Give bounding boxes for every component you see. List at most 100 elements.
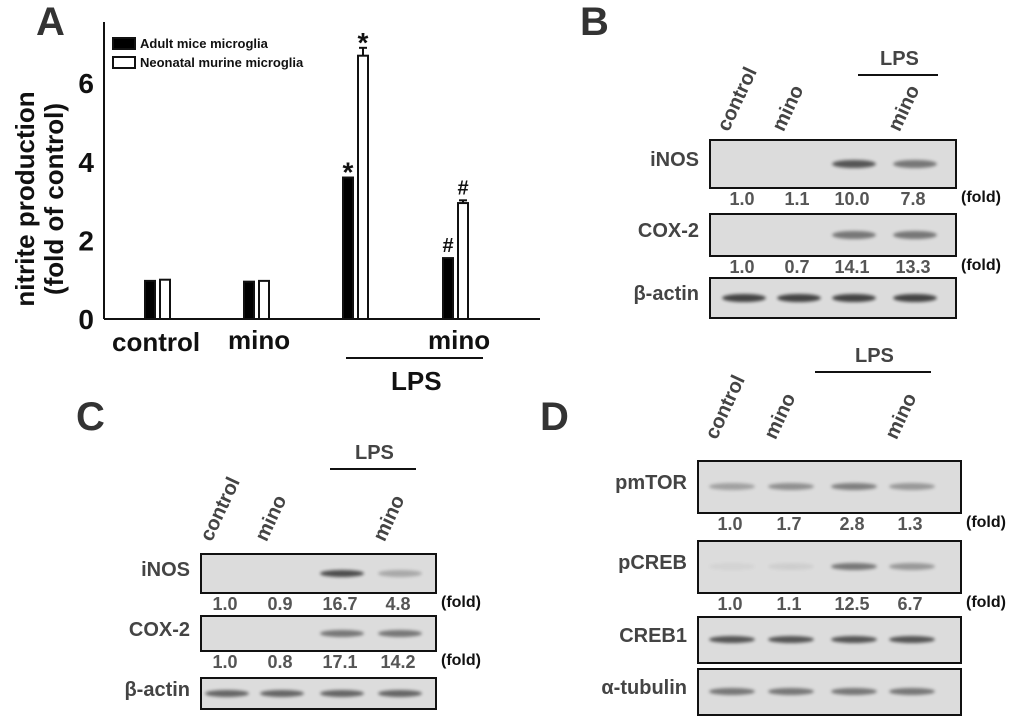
row-label: CREB1: [619, 625, 687, 647]
panel-label-c: C: [76, 395, 105, 439]
band: [889, 688, 935, 695]
blot-pmtor: [697, 460, 962, 514]
bar-neonatal: [357, 54, 369, 320]
fold-value: 13.3: [895, 257, 931, 277]
fold-value: 1.3: [897, 514, 923, 534]
bar-chart: 0 2 4 6 * * # #: [78, 22, 540, 335]
band: [893, 231, 937, 239]
significance-marker: *: [358, 27, 369, 58]
fold-value: 0.8: [267, 652, 293, 672]
fold-value: 14.1: [834, 257, 870, 277]
bar-neonatal: [258, 279, 270, 320]
band: [831, 636, 877, 643]
blot-creb1: [697, 616, 962, 664]
band: [889, 483, 935, 490]
blot-tubulin: [697, 668, 962, 716]
band: [889, 636, 935, 643]
fold-unit-label: (fold): [961, 257, 1001, 274]
fold-value: 1.1: [784, 189, 810, 209]
band: [832, 294, 876, 302]
panel-label-d: D: [540, 395, 569, 439]
lps-bracket-line: [815, 371, 931, 373]
fold-value: 1.0: [212, 652, 238, 672]
lps-group-label: LPS: [855, 345, 894, 367]
x-label-lps-mino: mino: [428, 325, 491, 355]
panel-label-a: A: [36, 0, 65, 44]
y-tick-label: 6: [78, 68, 94, 99]
bar-adult: [144, 279, 156, 320]
fold-value: 17.1: [322, 652, 358, 672]
band: [709, 636, 755, 643]
lane-label: control: [196, 473, 245, 545]
x-group-label-lps: LPS: [391, 366, 442, 396]
fold-value: 0.9: [267, 594, 293, 614]
band: [722, 294, 766, 302]
legend-swatch: [112, 37, 136, 50]
lane-label: mino: [369, 491, 410, 545]
band: [378, 629, 422, 637]
legend-item-adult: Adult mice microglia: [112, 36, 303, 51]
legend-label: Adult mice microglia: [140, 36, 268, 51]
lps-bracket-line: [330, 468, 416, 470]
legend-item-neonatal: Neonatal murine microglia: [112, 55, 303, 70]
lane-label: mino: [884, 81, 925, 135]
y-tick-label: 2: [78, 225, 94, 256]
blot-cox2: [200, 615, 437, 652]
fold-value: 16.7: [322, 594, 358, 614]
fold-unit-label: (fold): [961, 189, 1001, 206]
blot-inos: [200, 553, 437, 594]
fold-value: 1.0: [717, 514, 743, 534]
significance-marker: #: [442, 235, 453, 257]
blot-inos: [709, 139, 957, 189]
lane-label: mino: [760, 389, 801, 443]
band: [777, 294, 821, 302]
lane-label: control: [701, 371, 750, 443]
row-label: COX-2: [128, 618, 190, 641]
row-label: pCREB: [618, 552, 687, 574]
band: [831, 483, 877, 490]
bar-adult: [342, 176, 354, 320]
significance-marker: *: [343, 157, 354, 188]
row-label: β-actin: [633, 283, 699, 305]
lane-label: mino: [251, 491, 292, 545]
fold-value: 4.8: [385, 594, 411, 614]
fold-value: 1.1: [776, 594, 802, 614]
band: [378, 569, 422, 577]
band: [709, 563, 755, 570]
x-label-control: control: [112, 327, 201, 357]
fold-value: 2.8: [839, 514, 865, 534]
lane-label: mino: [881, 389, 922, 443]
significance-marker: #: [457, 177, 468, 199]
band: [320, 569, 364, 577]
legend-label: Neonatal murine microglia: [140, 55, 304, 70]
fold-value: 0.7: [784, 257, 810, 277]
fold-value: 6.7: [897, 594, 923, 614]
band: [320, 629, 364, 637]
fold-value: 1.0: [729, 257, 755, 277]
band: [768, 483, 814, 490]
band: [768, 688, 814, 695]
blot-cox2: [709, 213, 957, 257]
bar-adult: [243, 280, 255, 321]
band: [831, 563, 877, 570]
bar-neonatal: [159, 278, 171, 321]
fold-value: 10.0: [834, 189, 870, 209]
band: [205, 689, 249, 697]
row-label: COX-2: [637, 220, 699, 242]
row-label: iNOS: [650, 149, 699, 171]
band: [832, 160, 876, 168]
band: [768, 636, 814, 643]
lane-label: control: [713, 63, 762, 135]
y-tick-label: 4: [78, 147, 94, 178]
bar-neonatal: [457, 202, 469, 320]
row-label: iNOS: [141, 558, 190, 581]
band: [832, 231, 876, 239]
legend: Adult mice microglia Neonatal murine mic…: [112, 36, 303, 70]
row-label: pmTOR: [615, 472, 687, 494]
lps-bracket-line: [858, 74, 938, 76]
lps-bracket-line: [346, 357, 483, 359]
fold-unit-label: (fold): [966, 594, 1006, 611]
band: [320, 689, 364, 697]
y-tick-label: 0: [78, 304, 94, 335]
